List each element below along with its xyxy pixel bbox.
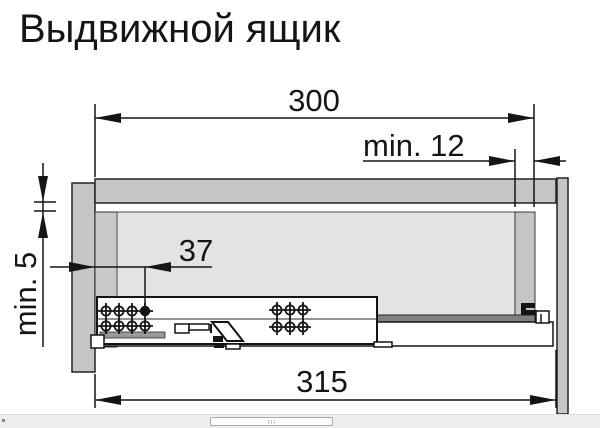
arrowhead-left-icon bbox=[95, 113, 121, 123]
arrowhead-left-icon bbox=[145, 262, 171, 272]
scrollbar-grip-icon bbox=[267, 420, 276, 424]
page-title: Выдвижной ящик bbox=[19, 7, 341, 51]
dimension-37: 37 bbox=[50, 233, 213, 308]
dim-37-label: 37 bbox=[179, 233, 213, 268]
latch-mechanism bbox=[174, 321, 393, 350]
dim-min5-label: min. 5 bbox=[8, 252, 43, 336]
arrowhead-left-icon bbox=[534, 156, 560, 166]
dim-315-label: 315 bbox=[296, 364, 348, 399]
front-hole-group bbox=[98, 303, 153, 334]
horizontal-scrollbar-thumb[interactable] bbox=[210, 417, 333, 426]
dimension-min-5: min. 5 bbox=[8, 163, 56, 347]
arrowhead-right-icon bbox=[489, 156, 515, 166]
scrollbar-corner-speck bbox=[2, 419, 5, 422]
dimension-315: 315 bbox=[94, 350, 557, 408]
front-bracket bbox=[90, 334, 105, 349]
drill-hole-markers bbox=[90, 302, 311, 349]
dim-min12-label: min. 12 bbox=[363, 128, 465, 163]
back-panel bbox=[556, 177, 569, 415]
rear-hook-bracket bbox=[521, 303, 550, 324]
horizontal-scrollbar-track[interactable] bbox=[0, 414, 600, 428]
dimension-min-12: min. 12 bbox=[363, 128, 566, 207]
arrowhead-up-icon bbox=[38, 212, 48, 238]
drawer-back-wall bbox=[514, 211, 536, 316]
reference-hole-filled bbox=[139, 305, 151, 317]
rear-hole-group bbox=[269, 302, 311, 335]
top-panel bbox=[94, 178, 557, 204]
arrowhead-right-icon bbox=[508, 113, 534, 123]
slide-rails bbox=[96, 296, 554, 350]
arrowhead-right-icon bbox=[530, 395, 556, 405]
dimension-300: 300 bbox=[94, 83, 535, 207]
arrowhead-left-icon bbox=[95, 395, 121, 405]
dim-300-label: 300 bbox=[288, 83, 340, 118]
arrowhead-down-icon bbox=[38, 176, 48, 202]
arrowhead-right-icon bbox=[69, 262, 95, 272]
